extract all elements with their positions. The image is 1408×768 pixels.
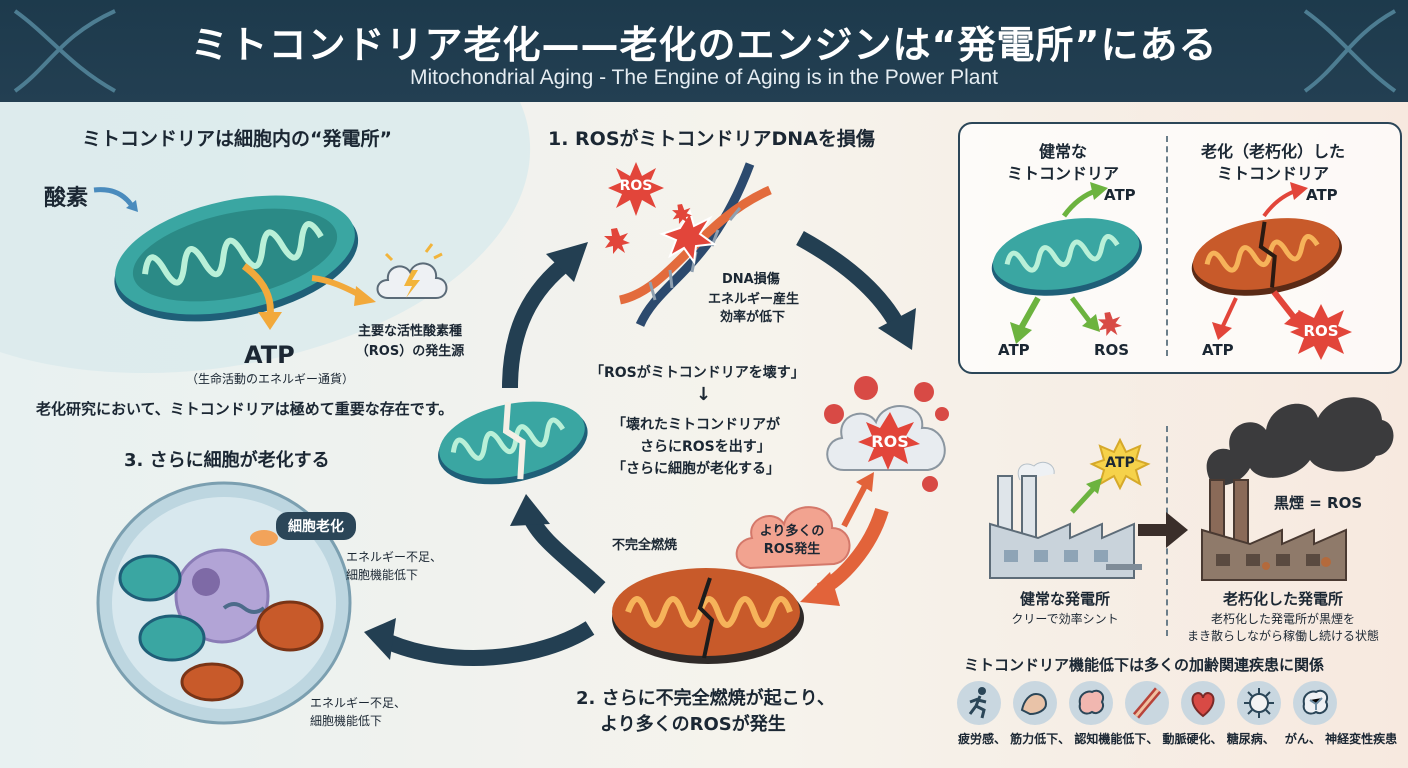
small-ros-particle-icon (1098, 312, 1122, 336)
atp-arrow (241, 263, 282, 330)
mitochondrion-illustration (114, 195, 359, 322)
healthy-atp-top-label: ATP (1104, 186, 1136, 204)
plant-atp-arrow (1070, 478, 1102, 514)
aged-mitochondrion-illustration (1191, 218, 1342, 296)
healthy-mito-title-2: ミトコンドリア (1006, 164, 1119, 183)
healthy-plant-title: 健常な発電所 (1019, 590, 1110, 608)
brain-icon (1069, 681, 1113, 725)
energy-short-label-b: エネルギー不足、 (310, 696, 407, 710)
ros-arrow (311, 275, 376, 306)
dna-damage-label-2: エネルギー産生 (708, 292, 800, 307)
atp-label: ATP (244, 341, 295, 369)
aged-plant-desc-2: まき散らしながら稼働し続ける状態 (1186, 629, 1379, 643)
neuron-brain-icon (1293, 681, 1337, 725)
healthy-atp-bottom-label: ATP (998, 341, 1030, 359)
aged-atp-top-label: ATP (1306, 186, 1338, 204)
ros-particle-icon (672, 204, 692, 224)
healthy-mito-title: 健常な (1038, 142, 1087, 161)
virus-icon (1237, 681, 1281, 725)
more-ros-label: より多くの (759, 524, 825, 539)
step2-title: 2. さらに不完全燃焼が起こり、 (576, 688, 835, 709)
center-statement-1: 「ROSがミトコンドリアを壊す」 (590, 365, 805, 381)
diseases-heading: ミトコンドリア機能低下は多くの加齢関連疾患に関係 (964, 656, 1325, 674)
intro-heading: ミトコンドリアは細胞内の“発電所” (82, 128, 392, 150)
large-ros-particle-icon (1290, 304, 1352, 360)
ros-up-arrow (841, 472, 874, 528)
atp-note: （生命活動のエネルギー通貨） (186, 372, 355, 386)
aging-cell-illustration (96, 481, 352, 725)
aged-plant-desc: 老朽化した発電所が黒煙を (1210, 612, 1355, 626)
healthy-plant-desc: クリーで効率シント (1011, 612, 1119, 626)
page-title: ミトコンドリア老化——老化のエンジンは“発電所”にある (190, 23, 1218, 67)
aged-mito-title-2: ミトコンドリア (1216, 164, 1329, 183)
aged-mito-title: 老化（老朽化）した (1200, 142, 1345, 161)
senescence-badge: 細胞老化 (276, 512, 356, 540)
center-down-arrow: ↓ (696, 384, 712, 405)
atp-burst-icon (1089, 437, 1151, 491)
step1-title: 1. ROSがミトコンドリアDNAを損傷 (548, 128, 875, 150)
artery-icon (1125, 681, 1169, 725)
running-person-icon (957, 681, 1001, 725)
ros-particle-icon (608, 162, 664, 216)
smoke-ros-label: 黒煙 = ROS (1274, 494, 1363, 512)
header-banner: ミトコンドリア老化——老化のエンジンは“発電所”にある Mitochondria… (0, 0, 1408, 102)
ros-source-line-1: 主要な活性酸素種 (357, 324, 462, 339)
dna-damage-label: DNA損傷 (722, 272, 780, 287)
ros-label: ROS (619, 178, 653, 194)
dna-damage-label-3: 効率が低下 (720, 310, 786, 325)
aged-atp-bottom-label: ATP (1202, 341, 1234, 359)
incomplete-combustion-label: 不完全燃焼 (612, 538, 678, 553)
step2-title-2: より多くのROSが発生 (600, 714, 786, 735)
cycle-arrows (364, 230, 916, 666)
step3-title: 3. さらに細胞が老化する (124, 450, 330, 471)
muscle-icon (1013, 681, 1057, 725)
dna-helix-icon (1303, 9, 1397, 93)
more-ros-label-2: ROS発生 (763, 542, 821, 557)
smoke-cloud-illustration (735, 506, 851, 570)
ros-cloud-label: ROS (871, 432, 909, 451)
transition-arrow-icon (1138, 512, 1188, 548)
center-statement-2: 「壊れたミトコンドリアが (612, 417, 780, 433)
aged-plant-title: 老朽化した発電所 (1222, 590, 1343, 608)
ros-cloud-icon (376, 243, 448, 299)
energy-short-label-a: エネルギー不足、 (346, 550, 443, 564)
black-smoke-illustration (1206, 397, 1394, 486)
aged-ros-label: ROS (1303, 322, 1339, 340)
center-statement-4: 「さらに細胞が老化する」 (612, 461, 780, 477)
ros-source-line-2: （ROS）の発生源 (355, 344, 465, 359)
page-subtitle: Mitochondrial Aging - The Engine of Agin… (410, 66, 998, 89)
healthy-mitochondrion-illustration (991, 218, 1142, 296)
healthy-power-plant-illustration (989, 461, 1142, 579)
ros-particle-icon (604, 228, 630, 254)
healthy-ros-label: ROS (1094, 341, 1130, 359)
dna-damage-illustration (618, 162, 772, 327)
func-down-label-b: 細胞機能低下 (310, 714, 383, 728)
dna-helix-icon (13, 9, 116, 93)
aged-power-plant-illustration (1201, 479, 1347, 581)
center-statement-3: さらにROSを出す」 (640, 439, 771, 455)
importance-text: 老化研究において、ミトコンドリアは極めて重要な存在です。 (36, 400, 454, 418)
oxygen-label: 酸素 (44, 186, 89, 211)
plant-atp-label: ATP (1105, 455, 1135, 471)
oxygen-arrow (93, 187, 138, 212)
ros-cloud-illustration (824, 376, 949, 492)
damaged-mitochondrion-illustration (612, 568, 804, 664)
comparison-divider (1166, 136, 1168, 356)
heart-icon (1181, 681, 1225, 725)
diseases-list: 疲労感、 筋力低下、 認知機能低下、 動脈硬化、 糖尿病、 がん、 神経変性疾患 (958, 732, 1398, 746)
func-down-label-a: 細胞機能低下 (346, 568, 419, 582)
broken-mitochondrion-illustration (438, 401, 588, 485)
